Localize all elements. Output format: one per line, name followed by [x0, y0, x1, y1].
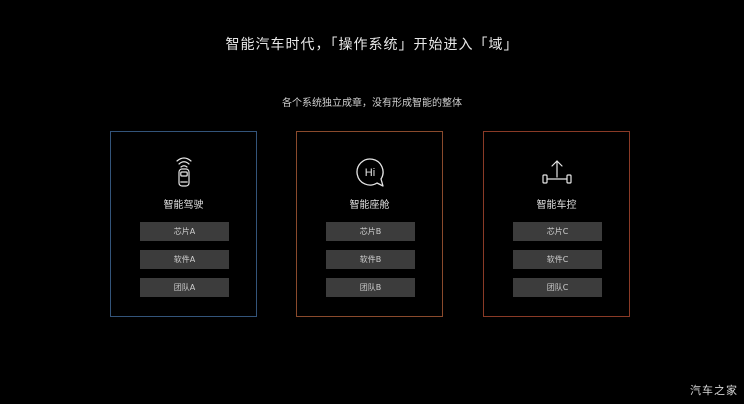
chat-bubble-hi-icon: Hi: [350, 152, 390, 192]
card-title: 智能车控: [536, 200, 577, 211]
team-block: 团队C: [513, 278, 602, 297]
card-title: 智能驾驶: [163, 200, 204, 211]
domain-card-autonomous-driving: 智能驾驶 芯片A 软件A 团队A: [110, 131, 257, 317]
card-title: 智能座舱: [349, 200, 390, 211]
domain-card-smart-cockpit: Hi 智能座舱 芯片B 软件B 团队B: [296, 131, 443, 317]
software-block: 软件B: [326, 250, 415, 269]
autonomous-driving-icon: [164, 152, 204, 192]
domain-card-vehicle-control: 智能车控 芯片C 软件C 团队C: [483, 131, 630, 317]
page-title: 智能汽车时代，「操作系统」开始进入「域」: [225, 37, 519, 53]
vehicle-chassis-icon: [537, 152, 577, 192]
page-subtitle: 各个系统独立成章，没有形成智能的整体: [282, 98, 462, 109]
chip-block: 芯片B: [326, 222, 415, 241]
watermark-logo: 汽车之家: [690, 384, 738, 397]
chip-block: 芯片A: [140, 222, 229, 241]
software-block: 软件C: [513, 250, 602, 269]
team-block: 团队A: [140, 278, 229, 297]
team-block: 团队B: [326, 278, 415, 297]
hi-text: Hi: [364, 167, 374, 179]
software-block: 软件A: [140, 250, 229, 269]
chip-block: 芯片C: [513, 222, 602, 241]
